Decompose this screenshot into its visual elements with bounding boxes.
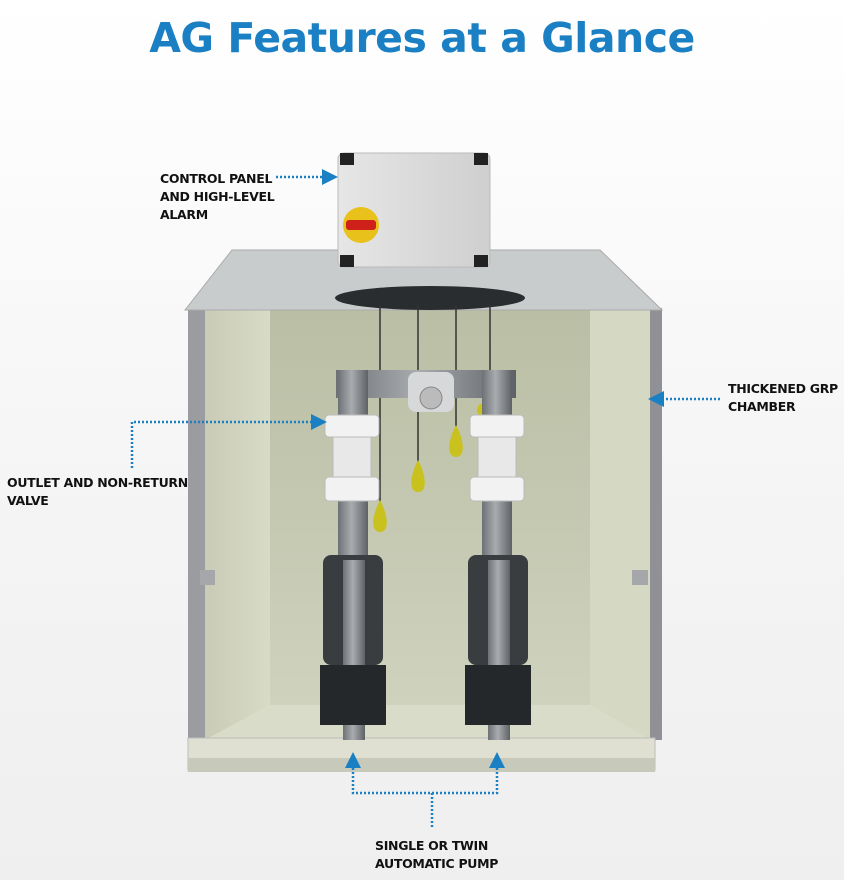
non-return-valves [324,414,525,502]
arrow-head-icon [345,752,361,768]
arrow-head-icon [648,391,664,407]
arrow-head-icon [489,752,505,768]
pump-arrow-lines [351,768,499,828]
arrow-head-icon [322,169,338,185]
chamber-label: THICKENED GRP CHAMBER [728,380,838,416]
control-panel-box [337,152,491,268]
arrow-head-icon [311,414,327,430]
label-line: OUTLET AND NON-RETURN [7,475,188,490]
label-line: VALVE [7,493,49,508]
label-line: SINGLE OR TWIN [375,838,489,853]
outlet-arrow-line [130,420,313,468]
pump-label: SINGLE OR TWIN AUTOMATIC PUMP [375,837,498,873]
control-panel-label: CONTROL PANEL AND HIGH-LEVEL ALARM [160,170,275,224]
label-line: AUTOMATIC PUMP [375,856,499,871]
page-title: AG Features at a Glance [149,14,695,62]
label-line: ALARM [160,207,208,222]
label-line: THICKENED GRP [728,381,838,396]
label-line: CHAMBER [728,399,796,414]
pumps [320,555,531,740]
outlet-label: OUTLET AND NON-RETURN VALVE [7,474,188,510]
label-line: AND HIGH-LEVEL [160,189,275,204]
label-line: CONTROL PANEL [160,171,273,186]
grp-chamber [183,249,664,772]
